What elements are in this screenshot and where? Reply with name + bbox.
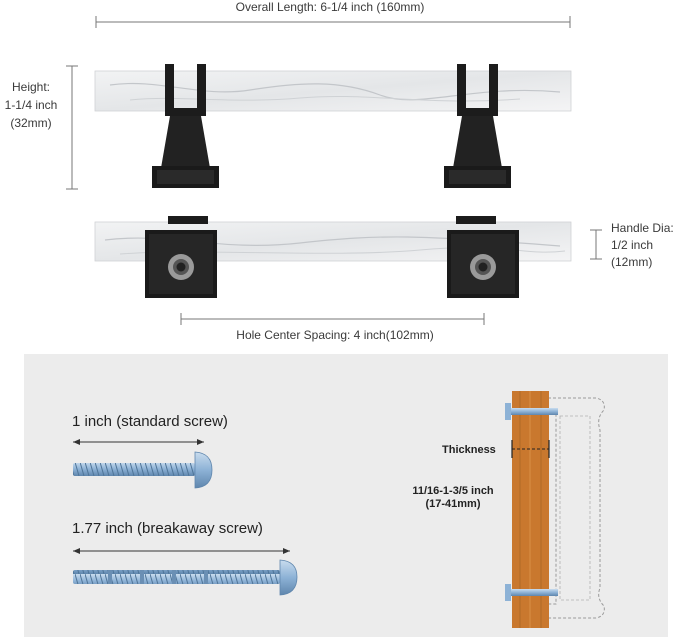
mounting-info-panel	[24, 354, 668, 637]
standard-screw	[73, 451, 213, 489]
height-label: Height: 1-1/4 inch (32mm)	[0, 78, 62, 132]
left-post	[152, 64, 219, 188]
handle-side-view	[94, 64, 572, 188]
handle-front-view	[94, 216, 602, 325]
overall-length-dimension-line	[95, 16, 571, 28]
thickness-range-line2: (17-41mm)	[425, 498, 481, 510]
height-label-line1: Height:	[11, 80, 51, 94]
standard-screw-label: 1 inch (standard screw)	[72, 413, 228, 430]
door-diagram	[505, 391, 605, 628]
handle-dia-dimension-line	[590, 229, 602, 260]
handle-dia-line1: Handle Dia:	[611, 221, 674, 235]
breakaway-screw-label: 1.77 inch (breakaway screw)	[72, 520, 263, 537]
right-post	[444, 64, 511, 188]
height-label-line3: (32mm)	[10, 116, 52, 130]
handle-dia-label: Handle Dia: 1/2 inch (12mm)	[611, 220, 674, 271]
breakaway-screw-length-arrow	[73, 548, 290, 554]
breakaway-screw	[73, 559, 298, 596]
left-mount	[145, 216, 217, 298]
thickness-label: Thickness	[442, 444, 496, 456]
right-mount	[447, 216, 519, 298]
handle-dia-line3: (12mm)	[611, 255, 653, 269]
overall-length-label: Overall Length: 6-1/4 inch (160mm)	[200, 0, 460, 14]
handle-dia-line2: 1/2 inch	[611, 238, 654, 252]
height-dimension-line	[66, 65, 78, 190]
standard-screw-length-arrow	[73, 439, 204, 445]
thickness-range-line1: 11/16-1-3/5 inch	[412, 485, 494, 497]
height-label-line2: 1-1/4 inch	[4, 98, 58, 112]
hole-spacing-dimension-line	[180, 313, 485, 325]
thickness-range-label: 11/16-1-3/5 inch (17-41mm)	[400, 485, 506, 511]
hole-spacing-label: Hole Center Spacing: 4 inch(102mm)	[236, 328, 434, 342]
